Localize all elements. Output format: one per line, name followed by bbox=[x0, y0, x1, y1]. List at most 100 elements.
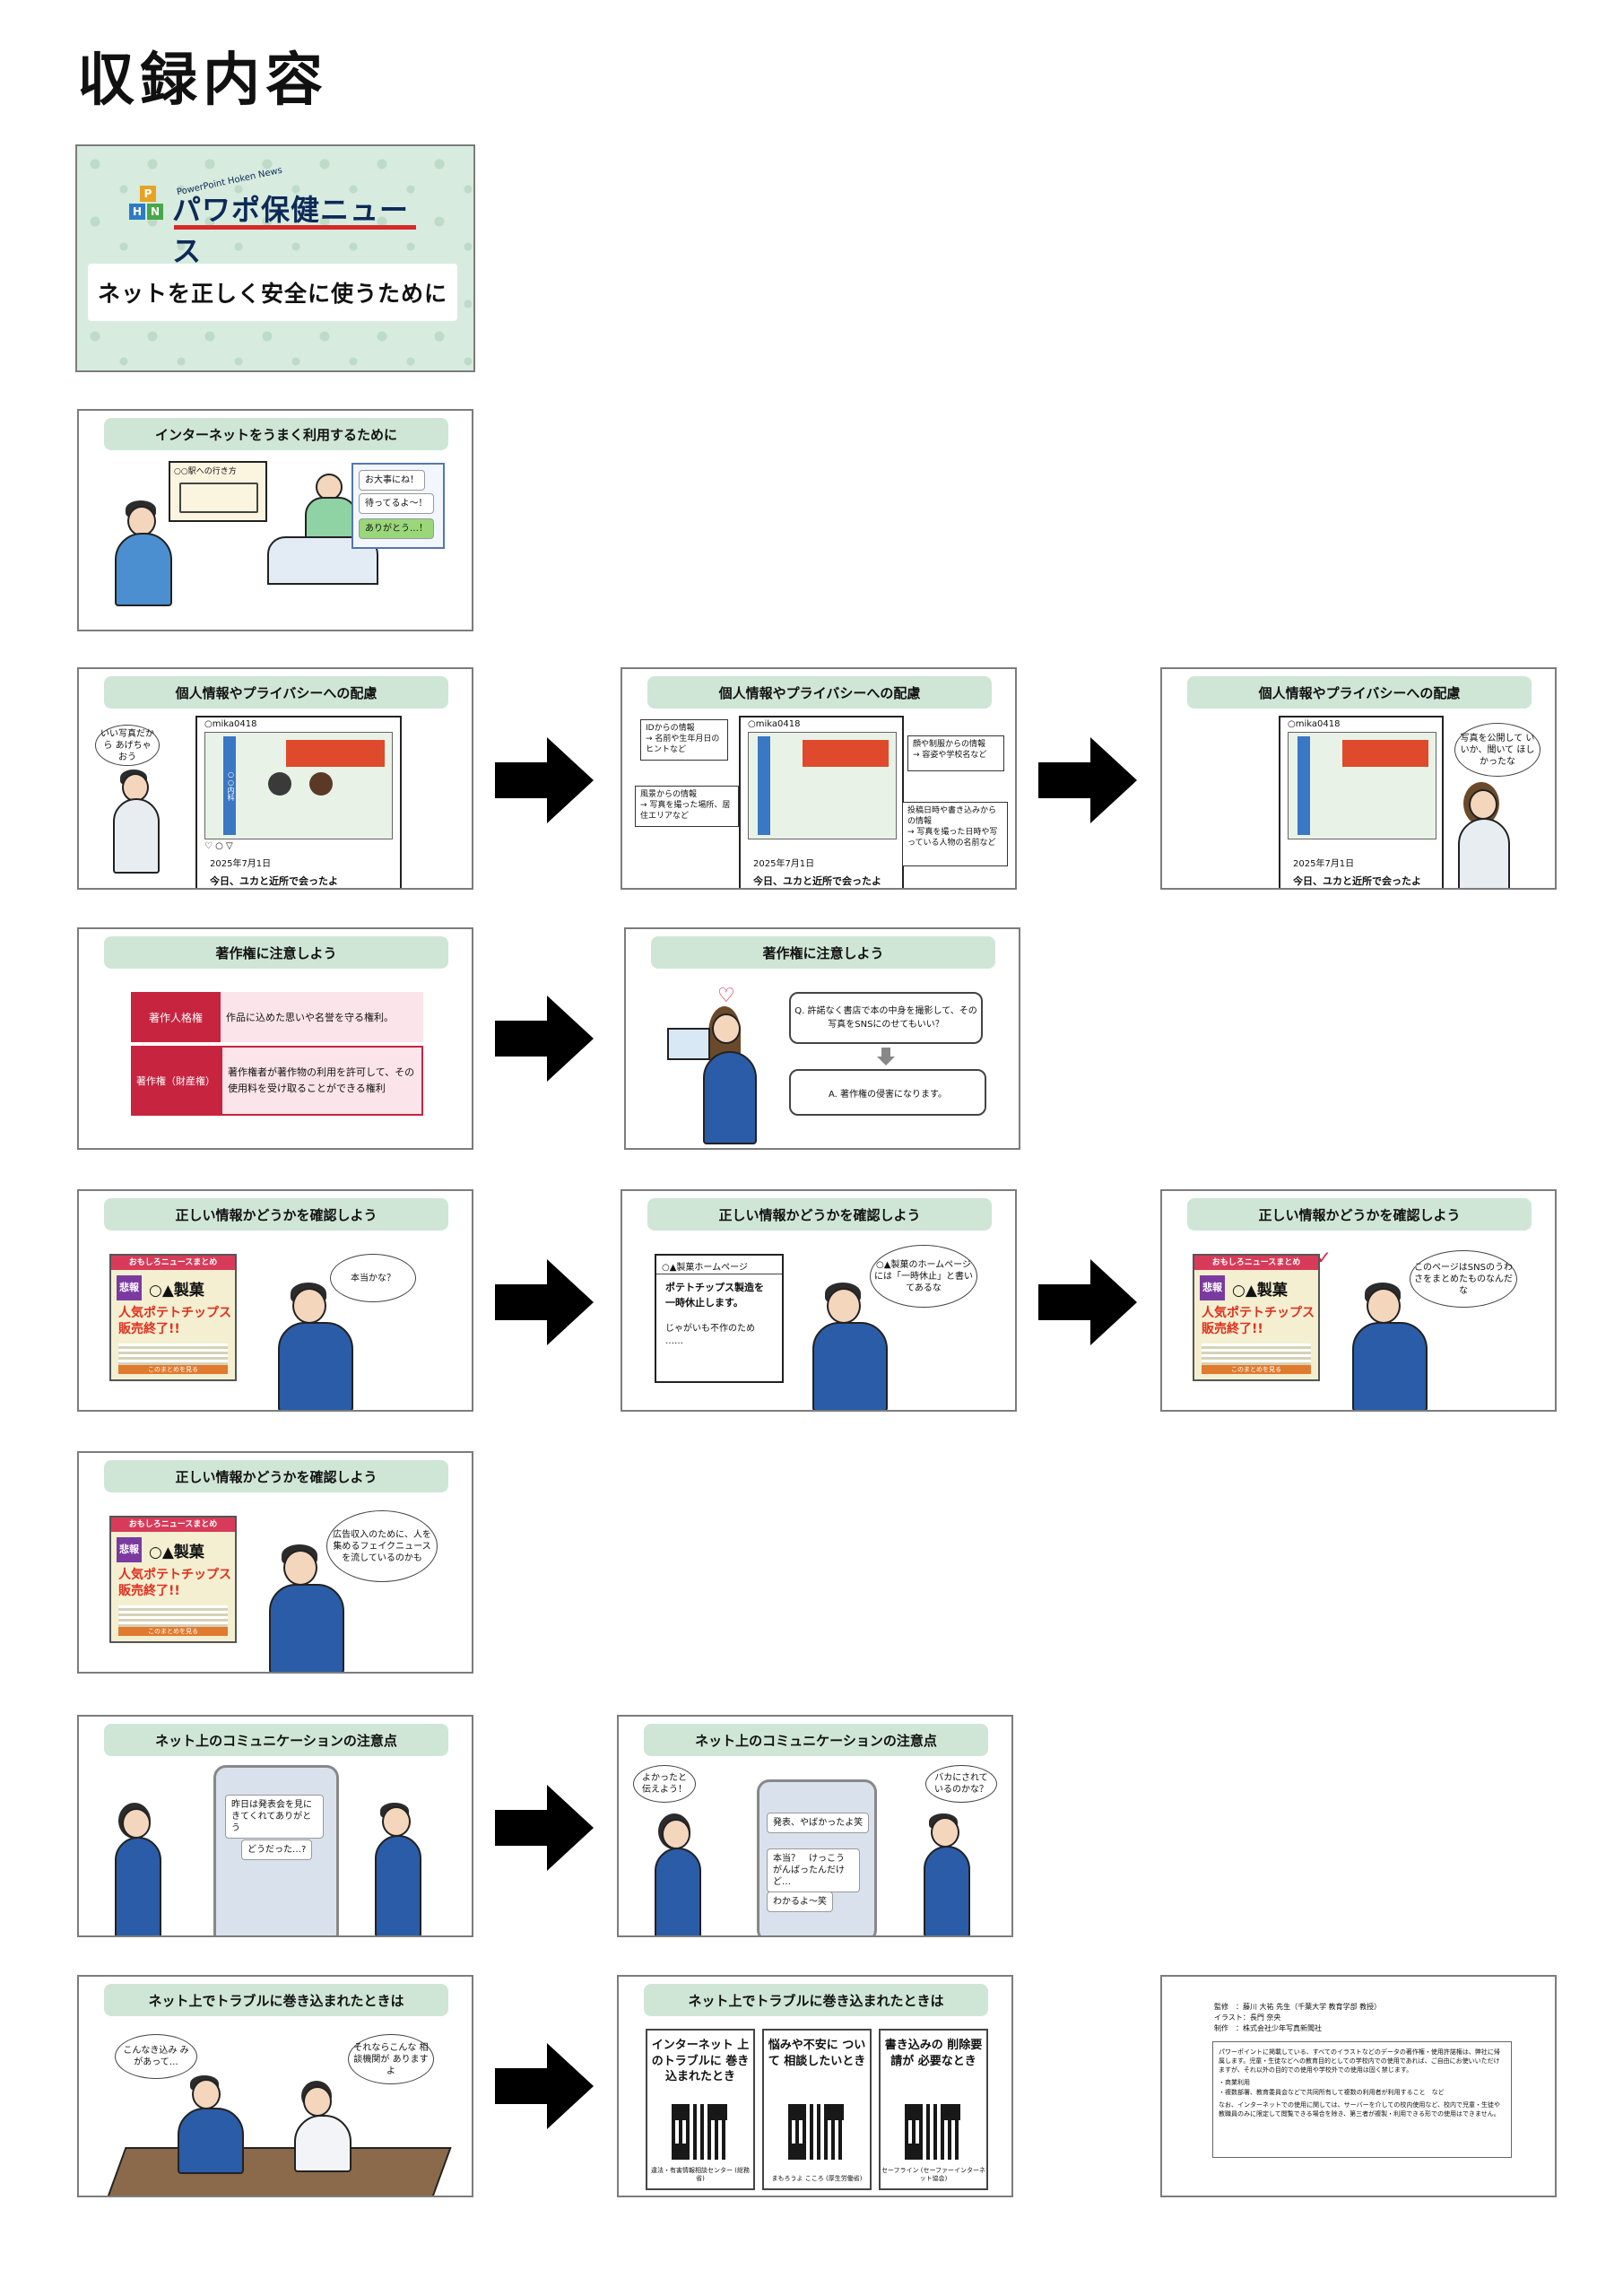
slide-privacy-3[interactable]: 個人情報やプライバシーへの配慮 ○mika0418 2025年7月1日 今日、ユ… bbox=[1160, 667, 1557, 890]
news-badge: 悲報 bbox=[117, 1537, 142, 1562]
news-button: このまとめを見る bbox=[118, 1365, 228, 1374]
logo: PowerPoint Hoken News P H N パワポ保健ニュース bbox=[129, 166, 425, 268]
arrow-right-icon bbox=[495, 737, 594, 823]
arrow-right-icon bbox=[1038, 1259, 1137, 1345]
logo-cubes-icon: P H N bbox=[129, 186, 167, 223]
chat-msg-1: 昨日は発表会を見に きてくれてありがとう bbox=[225, 1795, 324, 1839]
slide-copyright-1[interactable]: 著作権に注意しよう 著作人格権 作品に込めた思いや名誉を守る権利。 著作権（財産… bbox=[77, 927, 473, 1150]
arrow-right-icon bbox=[495, 2043, 594, 2129]
post-photo bbox=[748, 732, 897, 839]
slide-info-2[interactable]: 正しい情報かどうかを確認しよう ○▲製菓ホームページ ポテトチップス製造を 一時… bbox=[621, 1189, 1017, 1412]
thought-bubble: 写真を公開して いいか、聞いて ほしかったな bbox=[1454, 723, 1541, 777]
info-tag-background: 風景からの情報 → 写真を撮った場所、居住エリアなど bbox=[635, 786, 739, 827]
qr-code-icon bbox=[905, 2104, 960, 2160]
slide-info-3[interactable]: 正しい情報かどうかを確認しよう おもしろニュースまとめ 悲報 ○▲製菓 人気ポテ… bbox=[1160, 1189, 1557, 1412]
logo-letter-n: N bbox=[147, 204, 163, 220]
news-headline: 人気ポテトチップス 販売終了!! bbox=[1202, 1306, 1315, 1336]
desk bbox=[104, 2147, 452, 2196]
chat-msg-1: お大事にね！ bbox=[359, 470, 425, 491]
slide-comm-1[interactable]: ネット上のコミュニケーションの注意点 昨日は発表会を見に きてくれてありがとう … bbox=[77, 1715, 473, 1937]
chat-msg-2: 待ってるよ～！ bbox=[359, 493, 434, 514]
row1-text: 作品に込めた思いや名誉を守る権利。 bbox=[221, 992, 423, 1042]
book-icon bbox=[667, 1028, 710, 1060]
news-company: ○▲製菓 bbox=[149, 1544, 204, 1561]
slide-header: 個人情報やプライバシーへの配慮 bbox=[647, 676, 992, 709]
slide-header: 個人情報やプライバシーへの配慮 bbox=[1187, 676, 1532, 709]
qr-card-internet[interactable]: インターネット 上のトラブルに 巻き込まれたとき 違法・有害情報相談センター (… bbox=[646, 2029, 755, 2190]
qr-code-icon bbox=[672, 2104, 727, 2160]
chat-msg-3: 発表、やばかったよ笑 bbox=[767, 1813, 870, 1833]
logo-letter-p: P bbox=[140, 186, 156, 202]
arrow-right-icon bbox=[495, 1785, 594, 1871]
news-body-lines bbox=[1202, 1344, 1311, 1367]
post-reactions-icon: ♡ ○ ▽ bbox=[204, 841, 233, 851]
credit-producer: 制作 ：株式会社少年写真新聞社 bbox=[1214, 2024, 1322, 2032]
slide-header: 著作権に注意しよう bbox=[104, 936, 448, 969]
qr-footer: セーフライン (セーファーインターネット協会) bbox=[881, 2166, 986, 2182]
news-company: ○▲製菓 bbox=[1232, 1282, 1288, 1300]
chat-msg-3: ありがとう…！ bbox=[359, 518, 434, 539]
arrow-right-icon bbox=[495, 1259, 594, 1345]
slide-privacy-2[interactable]: 個人情報やプライバシーへの配慮 ○mika0418 2025年7月1日 今日、ユ… bbox=[621, 667, 1017, 890]
slide-comm-2[interactable]: ネット上のコミュニケーションの注意点 よかったと 伝えよう！ バカにされて いる… bbox=[617, 1715, 1013, 1937]
arrow-down-icon bbox=[877, 1048, 895, 1065]
news-card: おもしろニュースまとめ 悲報 ○▲製菓 人気ポテトチップス 販売終了!! このま… bbox=[1193, 1254, 1320, 1381]
usage-notice: パワーポイントに掲載している、すべてのイラストなどのデータの著作権・使用許諾権は… bbox=[1212, 2041, 1512, 2158]
post-user: ○mika0418 bbox=[1288, 719, 1341, 729]
rights-table: 著作人格権 作品に込めた思いや名誉を守る権利。 著作権（財産権） 著作権者が著作… bbox=[131, 992, 423, 1126]
homepage-line2: じゃがいも不作のため bbox=[665, 1324, 755, 1334]
news-header: おもしろニュースまとめ bbox=[1194, 1256, 1318, 1270]
map-route-icon bbox=[179, 483, 258, 513]
chat-msg-5: わかるよ～笑 bbox=[767, 1892, 833, 1912]
info-tag-uniform: 顔や制服からの情報 → 容姿や学校名など bbox=[907, 735, 1004, 771]
logo-letter-h: H bbox=[129, 204, 145, 220]
slide-header: インターネットをうまく利用するために bbox=[104, 418, 448, 450]
news-card: おもしろニュースまとめ 悲報 ○▲製菓 人気ポテトチップス 販売終了!! このま… bbox=[109, 1254, 237, 1381]
logo-name: パワポ保健ニュース bbox=[172, 193, 410, 268]
slide-info-1[interactable]: 正しい情報かどうかを確認しよう おもしろニュースまとめ 悲報 ○▲製菓 人気ポテ… bbox=[77, 1189, 473, 1412]
info-tag-id: IDからの情報 → 名前や生年月日のヒントなど bbox=[640, 719, 728, 761]
arrow-right-icon bbox=[1038, 737, 1137, 823]
phone-screen: 発表、やばかったよ笑 本当？ けっこう がんばったんだけど… わかるよ～笑 bbox=[757, 1779, 877, 1935]
clinic-sign: ○○内科 bbox=[223, 736, 236, 835]
qr-card-removal[interactable]: 書き込みの 削除要請が 必要なとき セーフライン (セーファーインターネット協会… bbox=[879, 2029, 988, 2190]
thought-bubble: いい写真だから あげちゃおう bbox=[95, 725, 160, 766]
thought-bubble: このページはSNSのうわさをまとめたものなんだな bbox=[1410, 1250, 1517, 1308]
credit-illustration: イラスト：長門 奈央 bbox=[1214, 2013, 1281, 2022]
slide-header: ネット上でトラブルに巻き込まれたときは bbox=[104, 1984, 448, 2016]
news-button: このまとめを見る bbox=[118, 1627, 228, 1636]
qr-card-counsel[interactable]: 悩みや不安に ついて 相談したいとき まもろうよ こころ (厚生労働省) bbox=[762, 2029, 872, 2190]
question-box: Q. 許諾なく書店で本の中身を撮影して、その写真をSNSにのせてもいい？ bbox=[789, 992, 983, 1044]
sns-post: ○mika0418 2025年7月1日 今日、ユカと近所で会ったよ bbox=[1279, 716, 1444, 888]
slide-trouble-2[interactable]: ネット上でトラブルに巻き込まれたときは インターネット 上のトラブルに 巻き込ま… bbox=[617, 1975, 1013, 2197]
qr-footer: 違法・有害情報相談センター (総務省) bbox=[651, 2166, 750, 2182]
slide-header: ネット上のコミュニケーションの注意点 bbox=[104, 1724, 448, 1756]
thought-bubble: よかったと 伝えよう！ bbox=[633, 1765, 696, 1803]
news-company: ○▲製菓 bbox=[149, 1282, 204, 1300]
slide-internet-use[interactable]: インターネットをうまく利用するために ○○駅への行き方 お大事にね！ 待ってるよ… bbox=[77, 409, 473, 631]
slide-trouble-1[interactable]: ネット上でトラブルに巻き込まれたときは こんなき込み みがあって… それならこん… bbox=[77, 1975, 473, 2197]
news-button: このまとめを見る bbox=[1202, 1365, 1311, 1374]
row2-text: 著作権者が著作物の利用を許可して、その使用料を受け取ることができる権利 bbox=[221, 1046, 423, 1116]
page-title: 収録内容 bbox=[77, 48, 328, 114]
slide-copyright-2[interactable]: 著作権に注意しよう ♡ Q. 許諾なく書店で本の中身を撮影して、その写真をSNS… bbox=[624, 927, 1020, 1150]
slide-privacy-1[interactable]: 個人情報やプライバシーへの配慮 いい写真だから あげちゃおう ○mika0418… bbox=[77, 667, 473, 890]
thought-bubble: それならこんな 相談機関が ありますよ bbox=[348, 2034, 434, 2084]
qr-title: インターネット 上のトラブルに 巻き込まれたとき bbox=[651, 2039, 750, 2084]
post-caption: 今日、ユカと近所で会ったよ bbox=[1293, 875, 1421, 887]
news-headline: 人気ポテトチップス 販売終了!! bbox=[118, 1306, 231, 1336]
slide-header: 正しい情報かどうかを確認しよう bbox=[647, 1198, 992, 1231]
logo-underline bbox=[174, 225, 416, 230]
post-photo bbox=[1288, 732, 1436, 839]
post-caption: 今日、ユカと近所で会ったよ bbox=[753, 875, 881, 887]
slide-credits[interactable]: 監修 ：藤川 大祐 先生（千葉大学 教育学部 教授） イラスト：長門 奈央 制作… bbox=[1160, 1975, 1557, 2197]
slide-header: 著作権に注意しよう bbox=[651, 936, 995, 969]
slide-info-4[interactable]: 正しい情報かどうかを確認しよう おもしろニュースまとめ 悲報 ○▲製菓 人気ポテ… bbox=[77, 1451, 473, 1674]
slide-header: 正しい情報かどうかを確認しよう bbox=[1187, 1198, 1532, 1231]
slide-header: 正しい情報かどうかを確認しよう bbox=[104, 1460, 448, 1492]
slide-header: ネット上でトラブルに巻き込まれたときは bbox=[644, 1984, 988, 2016]
cover-slide[interactable]: PowerPoint Hoken News P H N パワポ保健ニュース ネッ… bbox=[75, 144, 475, 372]
row2-label: 著作権（財産権） bbox=[131, 1046, 221, 1116]
qr-footer: まもろうよ こころ (厚生労働省) bbox=[771, 2174, 863, 2182]
post-user: ○mika0418 bbox=[204, 719, 257, 729]
